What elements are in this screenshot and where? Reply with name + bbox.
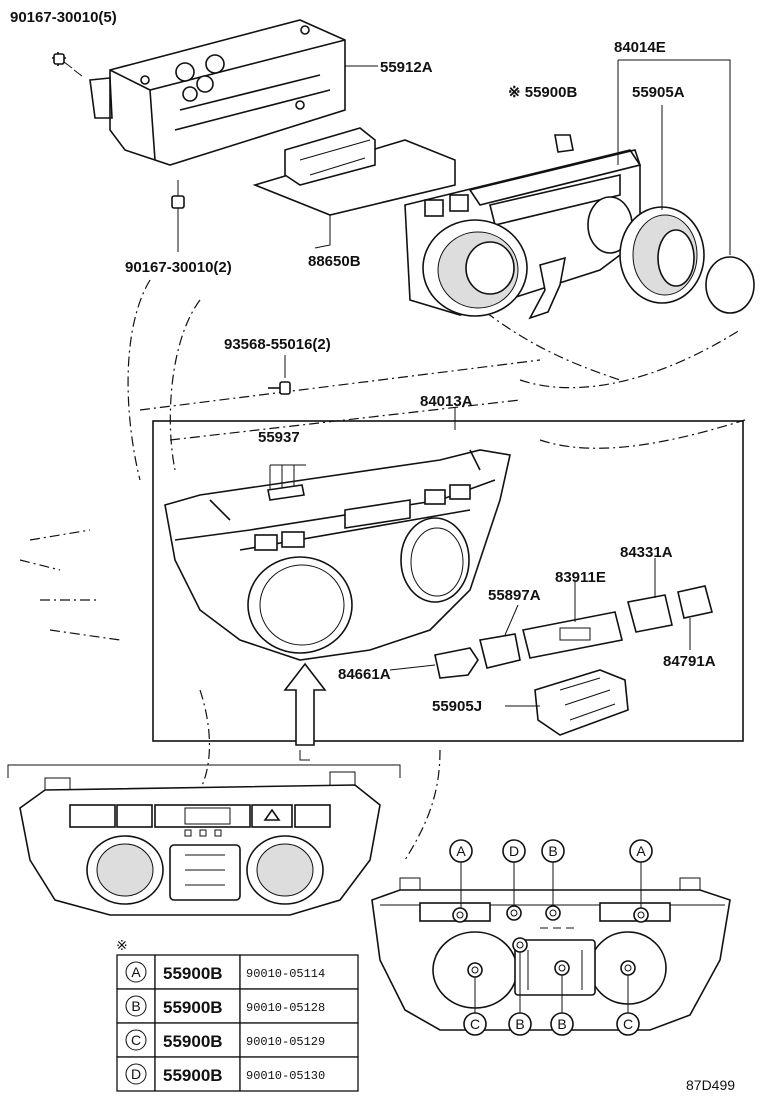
table-mark: ※ bbox=[116, 937, 128, 953]
label-assy-main: 84014E bbox=[614, 39, 666, 56]
callout-bottom-2: B bbox=[515, 1016, 524, 1032]
label-board: 88650B bbox=[308, 253, 361, 270]
bracket-55912A bbox=[89, 19, 378, 166]
detail-frame bbox=[152, 420, 744, 742]
up-arrow bbox=[283, 662, 327, 761]
row-part: 55900B bbox=[163, 1032, 223, 1051]
label-switch-left: 84661A bbox=[338, 666, 391, 683]
row-letter: C bbox=[131, 1032, 141, 1048]
screw-mid bbox=[268, 355, 291, 395]
label-switch-right: 84331A bbox=[620, 544, 673, 561]
table-row: B 55900B 90010-05128 bbox=[116, 988, 359, 1024]
callout-top-1: A bbox=[456, 843, 466, 859]
row-letter: A bbox=[131, 964, 141, 980]
board-88650B bbox=[252, 127, 456, 249]
label-panel-assy: 84013A bbox=[420, 393, 473, 410]
label-display: 83911E bbox=[555, 569, 606, 586]
callout-top-4: A bbox=[636, 843, 646, 859]
reference-table: ※ A 55900B 90010-05114 B 55900B 90010-05… bbox=[116, 937, 359, 1092]
callout-bottom-4: C bbox=[623, 1016, 633, 1032]
callout-bottom-3: B bbox=[557, 1016, 566, 1032]
row-part: 55900B bbox=[163, 964, 223, 983]
control-assy-84014E bbox=[404, 59, 755, 320]
screw-bottom-left bbox=[171, 180, 185, 252]
row-letter: D bbox=[131, 1066, 141, 1082]
buttons-group bbox=[389, 558, 713, 736]
callouts-bottom: C B B C bbox=[463, 952, 640, 1036]
row-number: 90010-05128 bbox=[246, 1001, 325, 1015]
console-outline bbox=[19, 279, 746, 861]
row-number: 90010-05114 bbox=[246, 967, 325, 981]
part-labels: 90167-30010(5) 55912A 84014E ※ 55900B 55… bbox=[10, 9, 735, 1093]
row-number: 90010-05130 bbox=[246, 1069, 325, 1083]
label-button-block: 55905J bbox=[432, 698, 482, 715]
label-screw-top: 90167-30010(5) bbox=[10, 9, 117, 26]
label-figure-code: 87D499 bbox=[686, 1077, 735, 1093]
row-letter: B bbox=[131, 998, 140, 1014]
rear-view-panel bbox=[371, 877, 731, 1031]
callout-top-2: D bbox=[509, 843, 519, 859]
label-clips: 55937 bbox=[258, 429, 300, 446]
callout-bottom-1: C bbox=[470, 1016, 480, 1032]
front-view-bracket bbox=[7, 764, 401, 778]
label-button-a: 55897A bbox=[488, 587, 541, 604]
row-part: 55900B bbox=[163, 1066, 223, 1085]
panel-84013A bbox=[164, 449, 511, 661]
screw-top-left bbox=[52, 52, 83, 77]
label-switch-far-right: 84791A bbox=[663, 653, 716, 670]
table-row: C 55900B 90010-05129 bbox=[116, 1022, 359, 1058]
callouts-top: A D B A bbox=[449, 839, 653, 908]
label-screw-bottom: 90167-30010(2) bbox=[125, 259, 232, 276]
front-view-panel bbox=[19, 771, 381, 916]
table-row: A 55900B 90010-05114 bbox=[116, 954, 359, 990]
label-knob: 55905A bbox=[632, 84, 685, 101]
row-number: 90010-05129 bbox=[246, 1035, 325, 1049]
row-part: 55900B bbox=[163, 998, 223, 1017]
table-row: D 55900B 90010-05130 bbox=[116, 1056, 359, 1092]
label-bracket: 55912A bbox=[380, 59, 433, 76]
callout-top-3: B bbox=[548, 843, 557, 859]
label-ref-clip: ※ 55900B bbox=[508, 84, 577, 101]
label-screw-mid: 93568-55016(2) bbox=[224, 336, 331, 353]
